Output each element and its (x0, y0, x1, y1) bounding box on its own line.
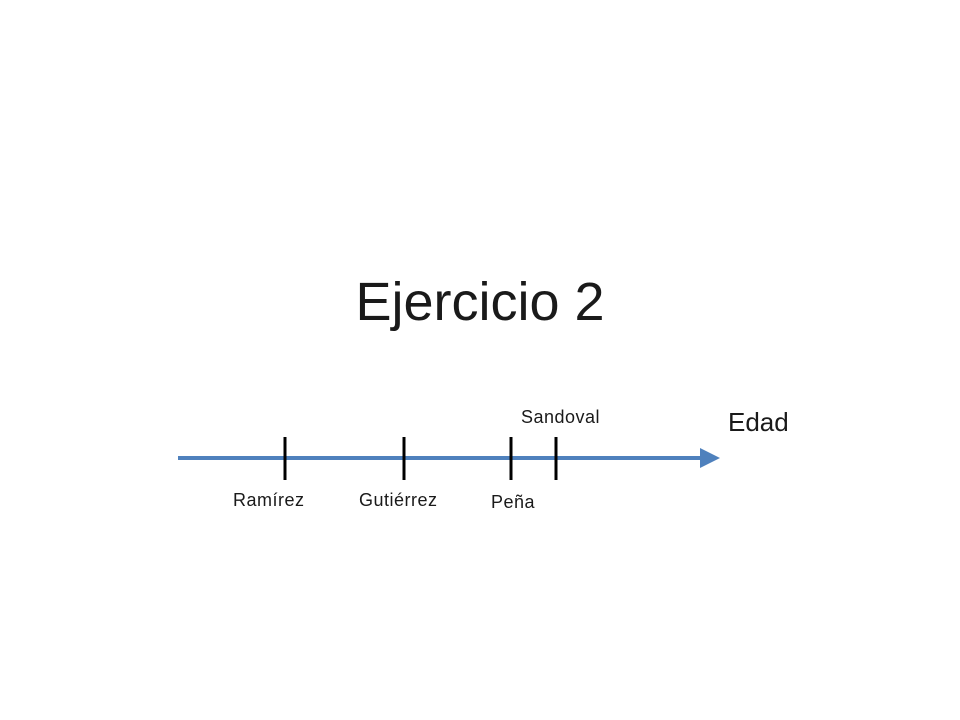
label-ramirez: Ramírez (233, 490, 305, 510)
slide-title: Ejercicio 2 (355, 272, 605, 332)
label-pena: Peña (491, 492, 536, 512)
label-gutierrez: Gutiérrez (359, 490, 438, 510)
axis-label-edad: Edad (728, 407, 789, 437)
label-sandoval: Sandoval (521, 407, 601, 427)
